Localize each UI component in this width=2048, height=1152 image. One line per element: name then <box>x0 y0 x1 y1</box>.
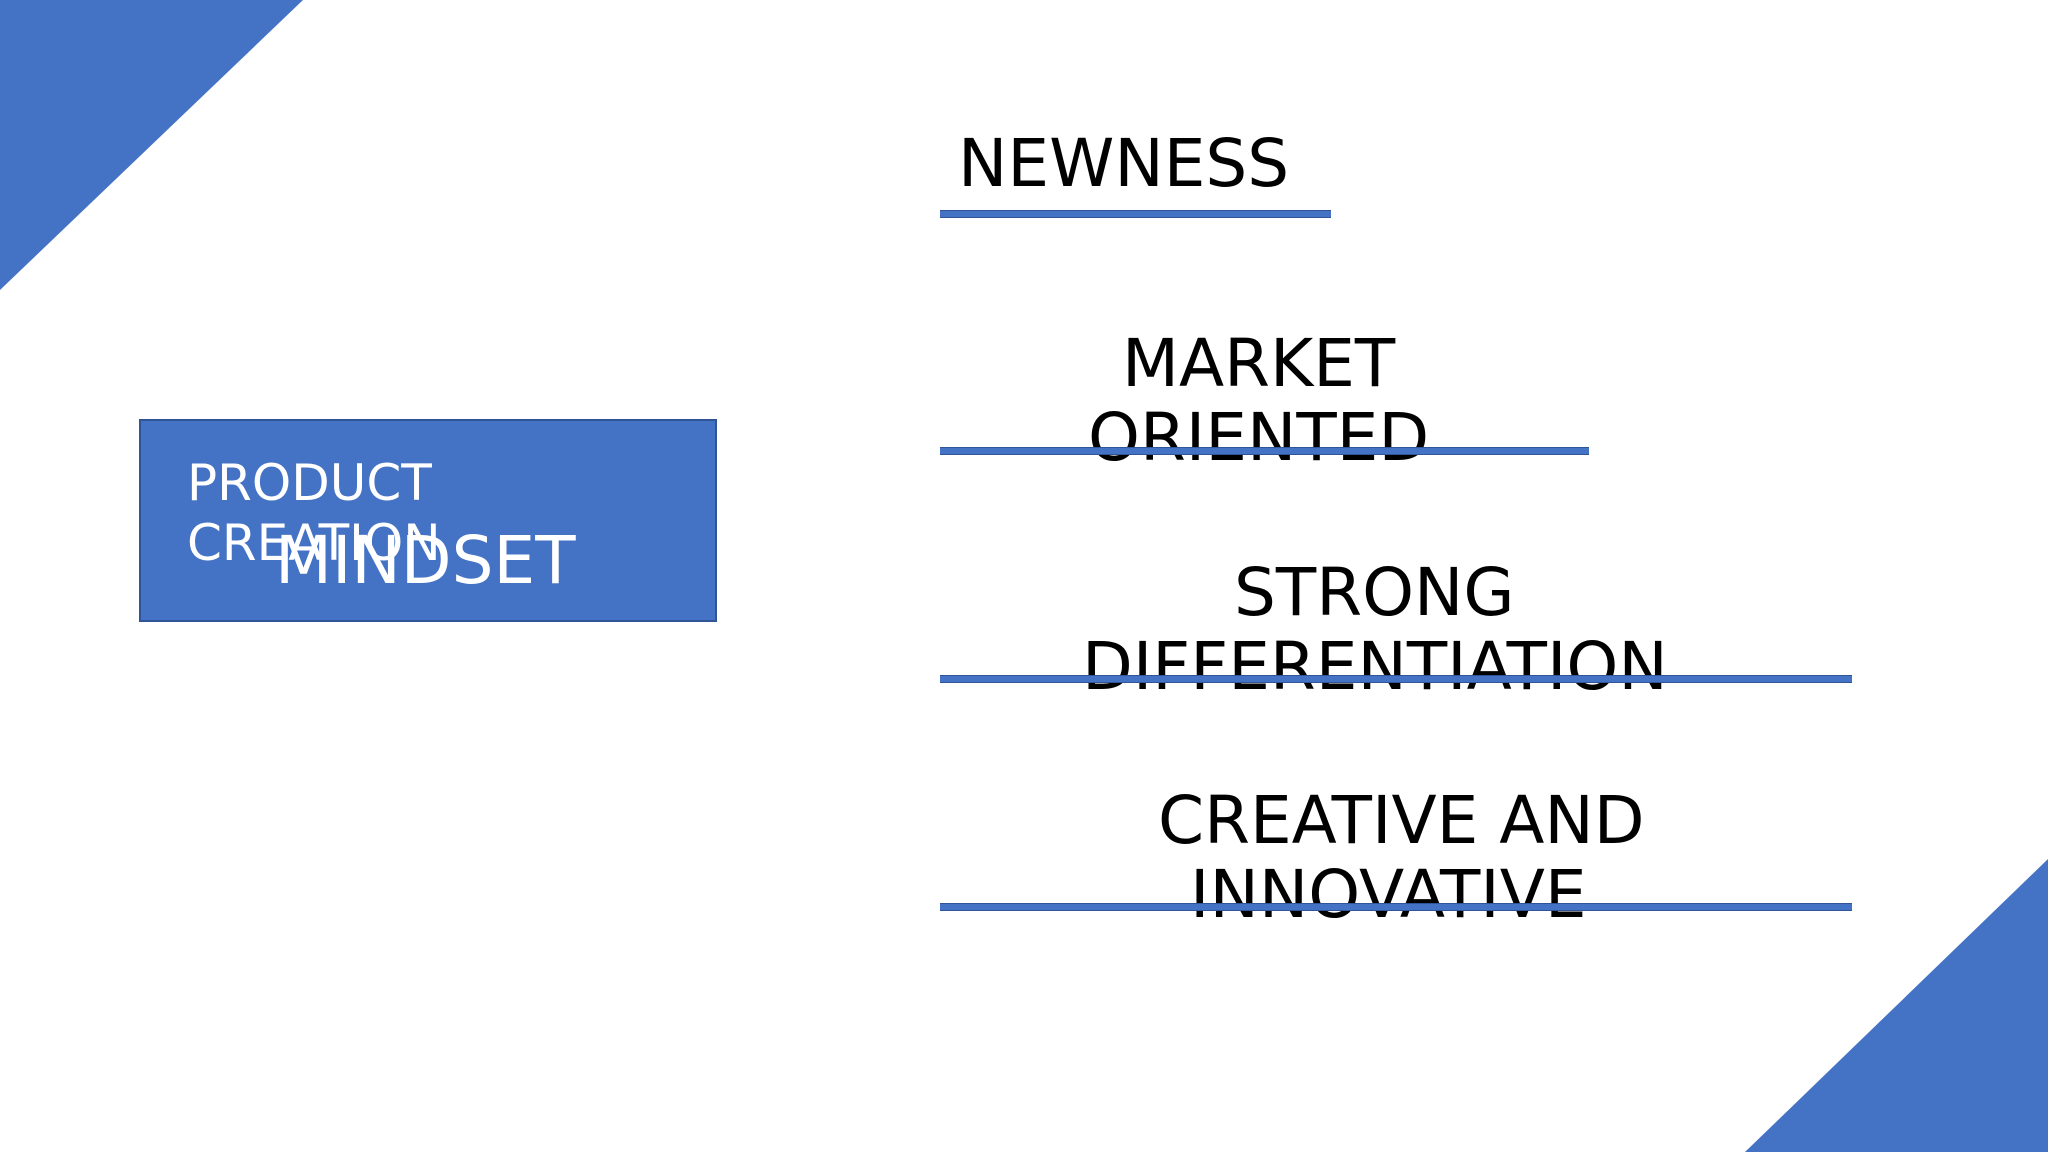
product-creation-box <box>139 419 717 622</box>
creation-label: CREATION <box>187 514 441 572</box>
top-left-triangle <box>0 0 303 290</box>
item-creative-innovative-underline <box>940 903 1852 911</box>
item-strong-differentiation-line2: DIFFERENTIATION <box>1082 628 1668 705</box>
item-market-oriented-line1: MARKET <box>1122 325 1396 402</box>
item-creative-innovative-line2: INNOVATIVE <box>1190 856 1587 933</box>
item-newness-line1: NEWNESS <box>958 125 1290 202</box>
item-market-oriented-line2: ORIENTED <box>1088 399 1430 476</box>
item-newness-text: NEWNESS <box>958 127 1289 201</box>
item-strong-differentiation-line1: STRONG <box>1234 554 1515 631</box>
item-market-oriented-underline <box>940 447 1589 455</box>
mindset-label: MINDSET <box>275 522 576 599</box>
item-creative-innovative-line1: CREATIVE AND <box>1158 782 1645 859</box>
item-newness-underline <box>940 210 1331 218</box>
product-label: PRODUCT <box>187 454 432 512</box>
bottom-right-triangle <box>1745 859 2048 1152</box>
item-strong-differentiation-underline <box>940 675 1852 683</box>
